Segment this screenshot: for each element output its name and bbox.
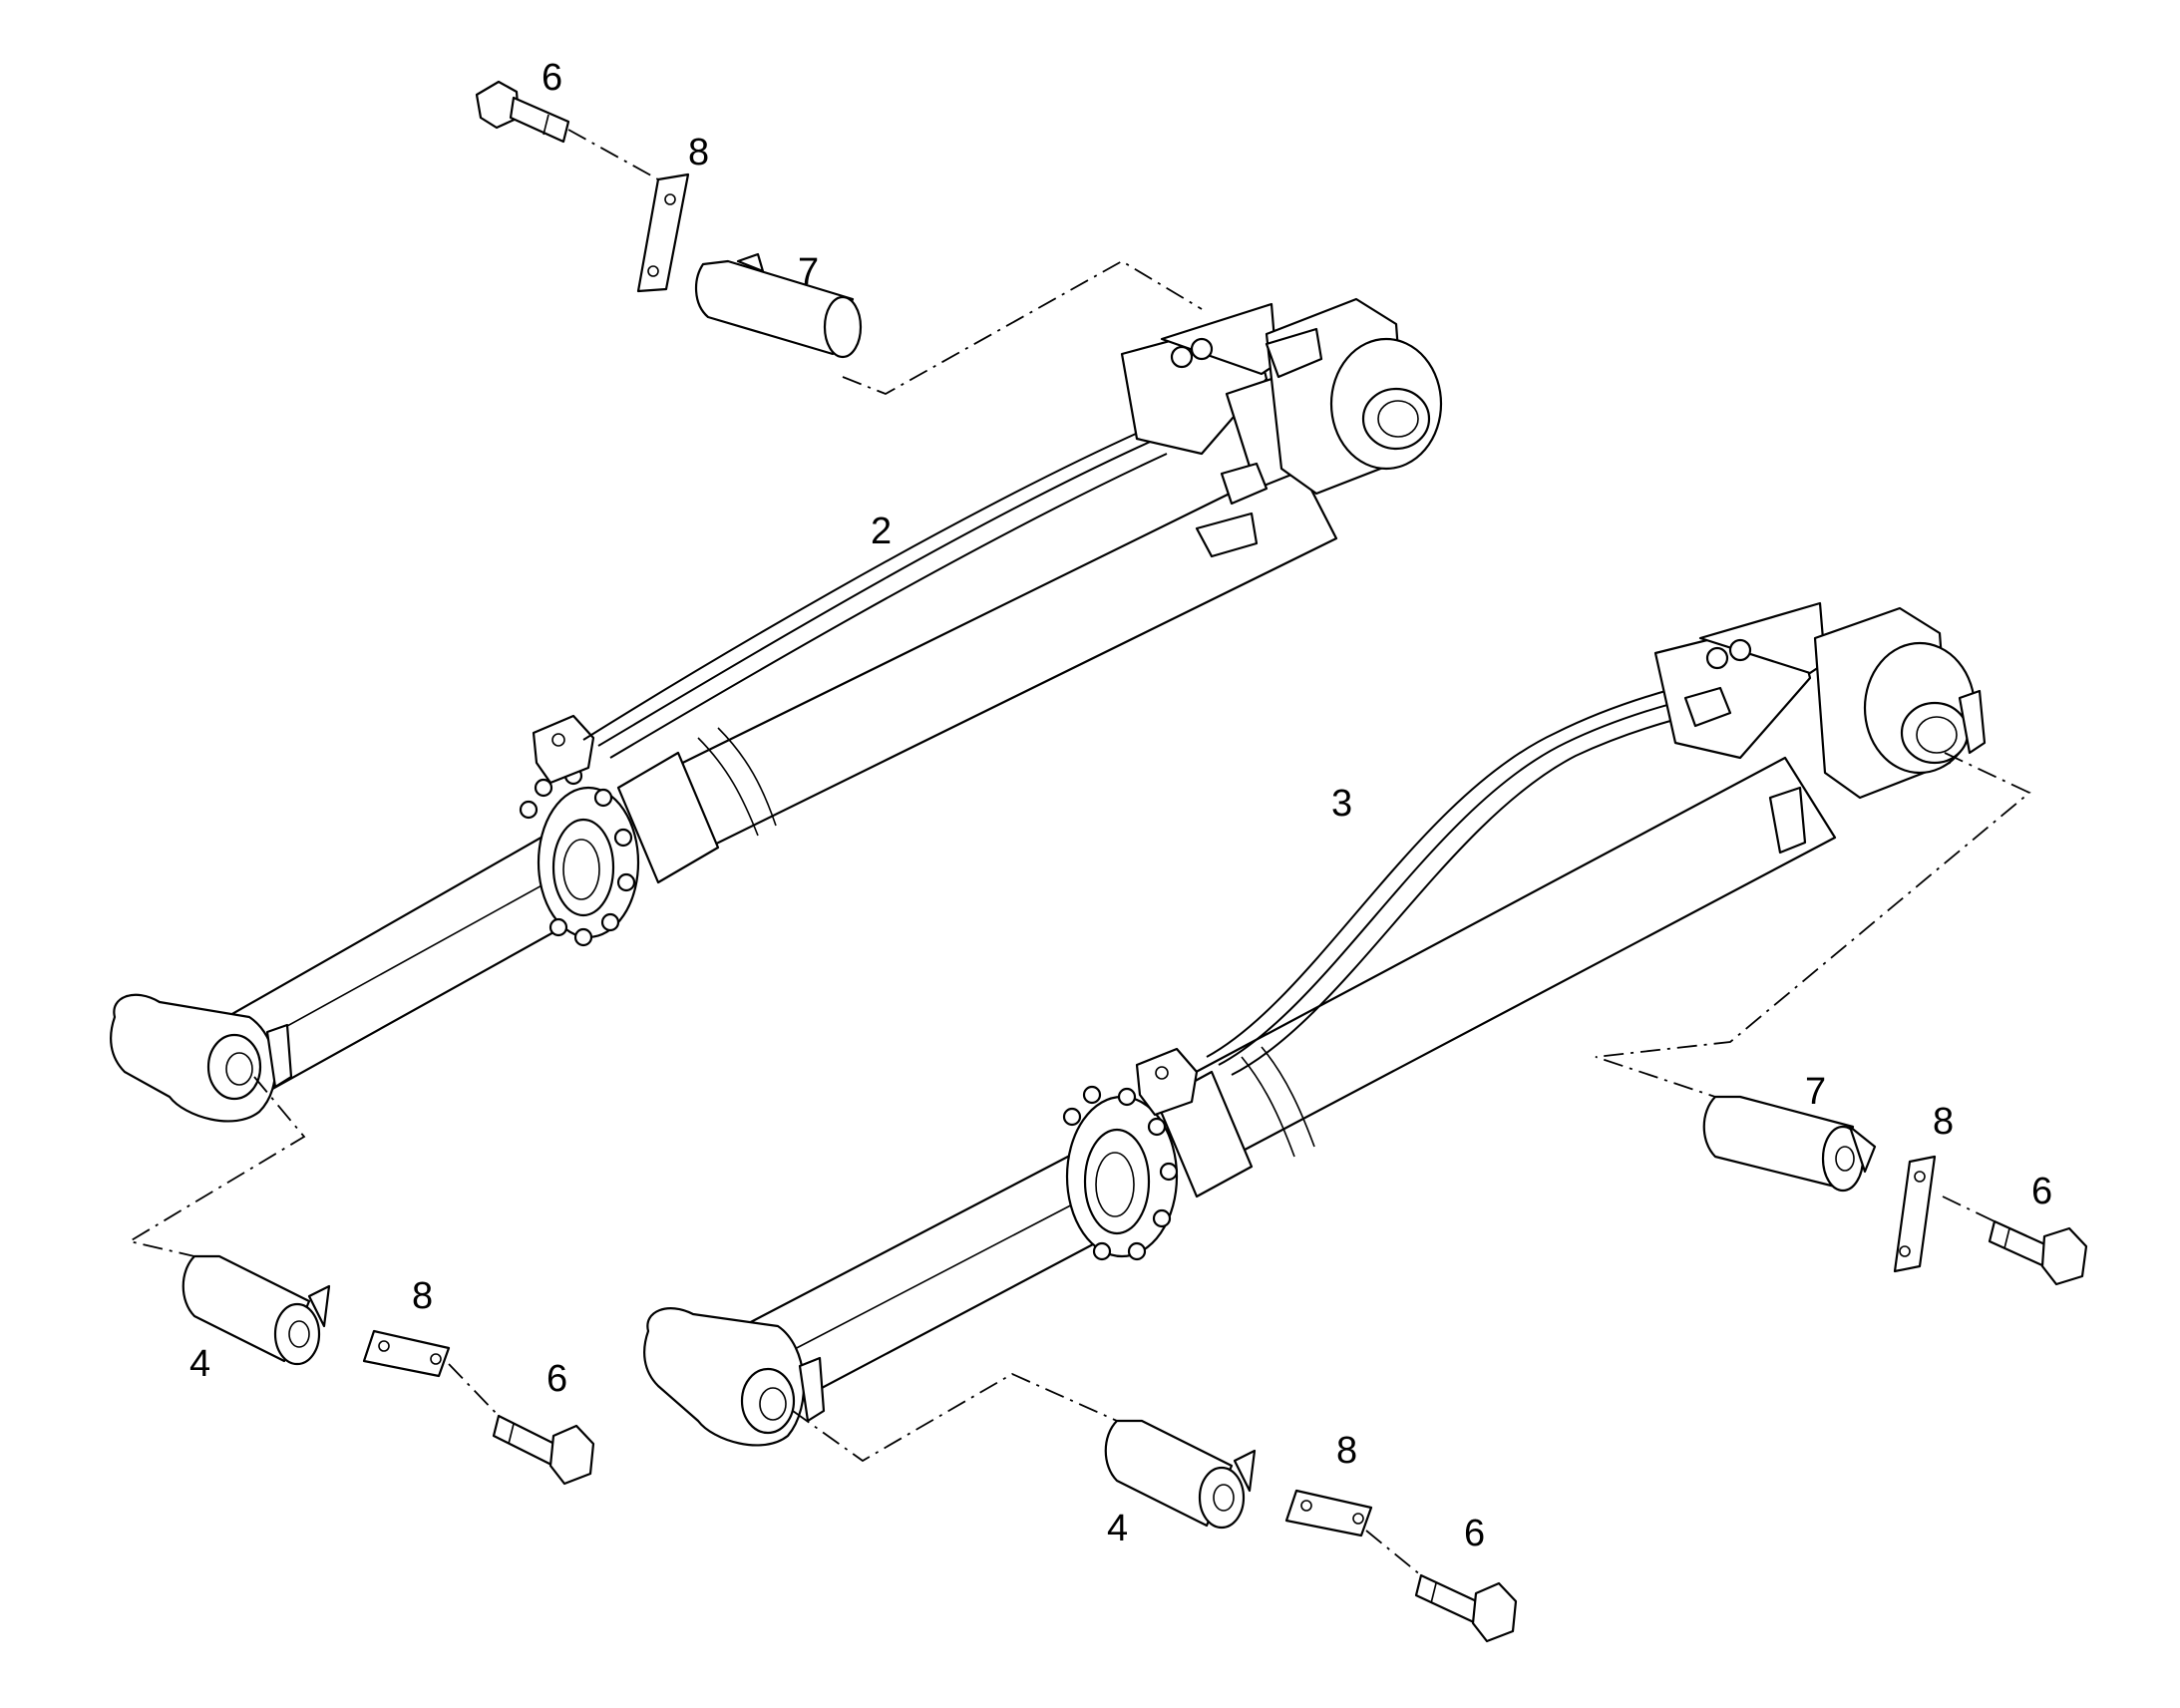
hydraulic-cylinder-2 [110, 297, 1443, 1123]
callout-labels: 6 8 7 2 3 7 8 6 8 6 4 8 4 6 [189, 57, 2052, 1554]
pin-4-left [182, 1254, 331, 1366]
bolt-6-left [492, 1414, 595, 1486]
callout-7: 7 [1805, 1071, 1826, 1113]
callout-3: 3 [1331, 783, 1352, 825]
callout-6: 6 [542, 57, 562, 99]
lock-plate-8-left [362, 1329, 451, 1378]
callout-6: 6 [2031, 1171, 2052, 1212]
bolt-6-upper [475, 80, 570, 144]
assembly-centerlines [127, 129, 2031, 1576]
callout-2: 2 [871, 511, 892, 552]
pin-7-right [1702, 1095, 1877, 1193]
callout-8: 8 [688, 132, 709, 173]
callout-7: 7 [798, 251, 819, 293]
callout-4: 4 [189, 1343, 210, 1385]
callout-4: 4 [1107, 1508, 1128, 1549]
lock-plate-8-right [1893, 1155, 1937, 1273]
pin-4-right [1104, 1419, 1257, 1530]
lock-plate-8-bottom [1284, 1489, 1373, 1537]
callout-8: 8 [1933, 1101, 1954, 1143]
bolt-6-right [1988, 1219, 2088, 1286]
callout-6: 6 [546, 1358, 567, 1400]
hydraulic-cylinder-3 [643, 601, 1987, 1447]
callout-6: 6 [1464, 1513, 1485, 1554]
callout-8: 8 [412, 1275, 433, 1317]
pin-7-upper [695, 252, 863, 359]
callout-8: 8 [1336, 1430, 1357, 1472]
bolt-6-bottom [1414, 1573, 1518, 1643]
lock-plate-8-upper [636, 172, 690, 293]
